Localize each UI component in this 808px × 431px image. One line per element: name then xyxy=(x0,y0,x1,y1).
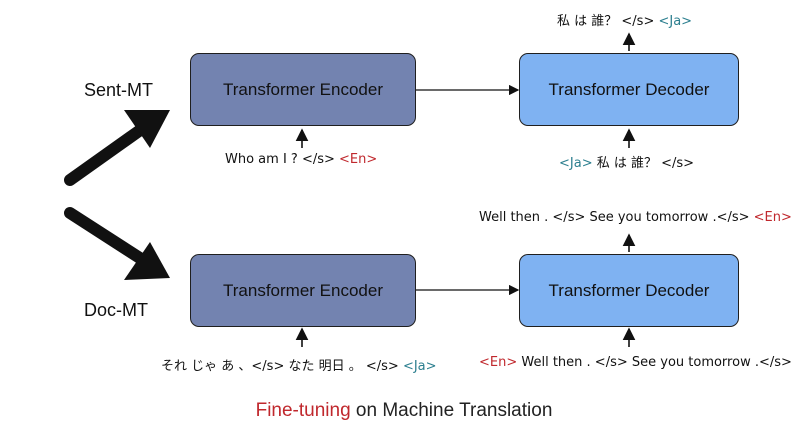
sent-encoder-input: Who am I ? </s> <En> xyxy=(225,152,377,167)
doc-enc-input-tag: <Ja> xyxy=(402,359,437,374)
doc-decoder-input: <En> Well then . </s> See you tomorrow .… xyxy=(479,355,792,370)
sent-dec-output-text: 私 は 誰？ </s> xyxy=(557,14,659,29)
sent-decoder-output: 私 は 誰？ </s> <Ja> xyxy=(557,10,692,29)
doc-encoder-label: Transformer Encoder xyxy=(223,280,383,300)
doc-dec-output-tag: <En> xyxy=(753,210,792,225)
sent-decoder-label: Transformer Decoder xyxy=(548,79,710,99)
sent-enc-input-tag: <En> xyxy=(339,152,378,167)
big-arrow-up xyxy=(64,110,170,186)
doc-enc-input-text: それ じゃ あ 、</s> なた 明日 。 </s> xyxy=(161,359,403,374)
doc-transformer-encoder: Transformer Encoder xyxy=(190,254,416,327)
sent-transformer-encoder: Transformer Encoder xyxy=(190,53,416,126)
sent-mt-label: Sent-MT xyxy=(84,80,154,100)
doc-dec-output-text: Well then . </s> See you tomorrow .</s> xyxy=(479,210,754,225)
doc-transformer-decoder: Transformer Decoder xyxy=(519,254,739,327)
sent-dec-output-tag: <Ja> xyxy=(658,14,693,29)
sent-decoder-input: <Ja> 私 は 誰？ </s> xyxy=(559,152,694,171)
figure-caption: Fine-tuning on Machine Translation xyxy=(0,400,808,422)
doc-mt-label: Doc-MT xyxy=(84,300,148,320)
big-arrow-down xyxy=(64,207,170,280)
doc-encoder-input: それ じゃ あ 、</s> なた 明日 。 </s> <Ja> xyxy=(161,355,437,374)
doc-dec-input-text: Well then . </s> See you tomorrow .</s> xyxy=(517,355,792,370)
doc-decoder-output: Well then . </s> See you tomorrow .</s> … xyxy=(479,210,792,225)
caption-rest: on Machine Translation xyxy=(350,400,553,421)
doc-decoder-label: Transformer Decoder xyxy=(548,280,710,300)
sent-dec-input-text: 私 は 誰？ </s> xyxy=(592,156,695,171)
sent-enc-input-text: Who am I ? </s> xyxy=(225,152,340,167)
sent-encoder-label: Transformer Encoder xyxy=(223,79,383,99)
sent-transformer-decoder: Transformer Decoder xyxy=(519,53,739,126)
sent-dec-input-tag: <Ja> xyxy=(559,156,593,171)
caption-highlight: Fine-tuning xyxy=(255,400,351,421)
doc-dec-input-tag: <En> xyxy=(479,355,518,370)
